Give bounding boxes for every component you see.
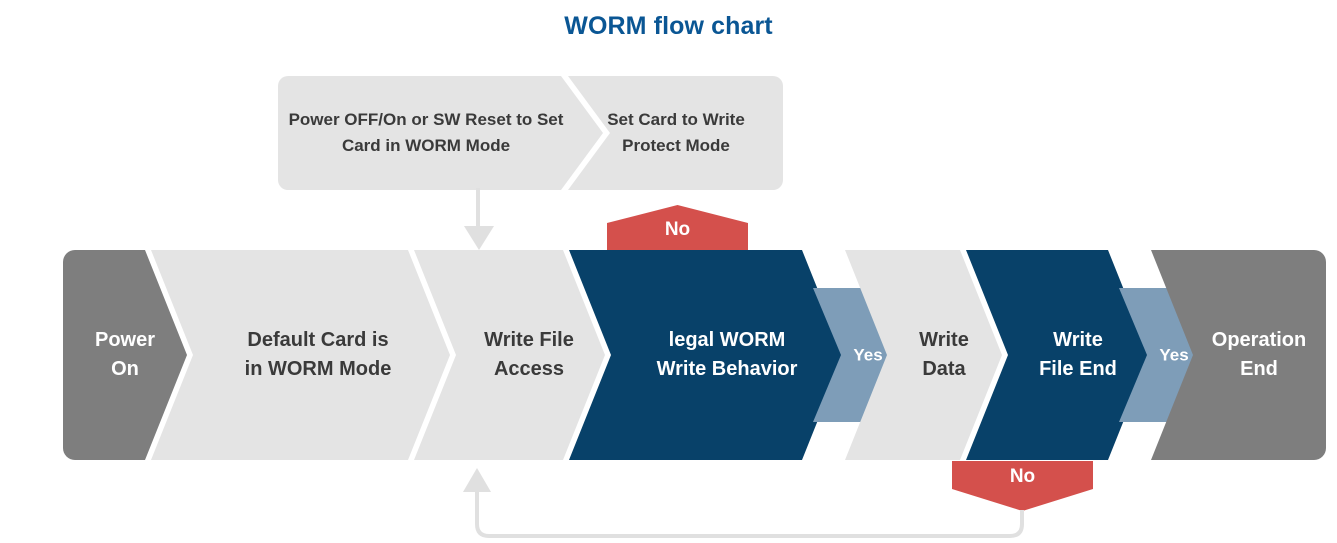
segment-label-operation-end: Operation End [1211,329,1307,380]
badge-no-bottom[interactable]: No [952,461,1093,511]
segment-label-write-file-end: Write File End [1039,329,1117,380]
badge-no-top-shape [607,205,748,250]
segment-label-legal-worm-write: legal WORM Write Behavior [656,329,798,380]
page-title: WORM flow chart [564,12,773,40]
segment-write-file-end-shape[interactable] [966,250,1150,460]
segment-label-write-file-access: Write File Access [484,329,574,380]
segment-write-file-access-shape[interactable] [414,250,605,460]
connector-no-loop-back-icon [463,468,1024,538]
badge-no-bottom-label: No [1009,466,1036,487]
segment-operation-end-shape[interactable] [1151,250,1326,460]
badge-no-top[interactable]: No [607,205,748,250]
main-banner-shapes [63,250,1326,460]
top-panel-set-write-protect-shape[interactable] [568,76,783,190]
badge-no-bottom-shape [952,461,1093,511]
segment-label-power-on: Power On [94,329,156,380]
top-panel-label-set-worm-mode: Power OFF/On or SW Reset to Set Card in … [288,110,564,155]
top-panel-label-set-write-protect: Set Card to Write Protect Mode [607,110,745,155]
segment-label-default-card: Default Card is in WORM Mode [244,329,392,380]
top-banner: Power OFF/On or SW Reset to Set Card in … [278,76,783,190]
main-banner: Power On Default Card is in WORM Mode Wr… [63,250,1326,460]
segment-label-yes-1: Yes [853,345,883,365]
top-banner-shapes [278,76,783,190]
segment-default-card-shape[interactable] [151,250,450,460]
segment-label-write-data: Write Data [919,329,969,380]
top-panel-set-worm-mode-shape[interactable] [278,76,603,190]
segment-legal-worm-write-shape[interactable] [569,250,844,460]
segment-label-yes-2: Yes [1159,345,1189,365]
connector-set-worm-to-banner-icon [464,188,494,250]
badge-no-top-label: No [664,219,691,240]
segment-write-data-shape[interactable] [845,250,1002,460]
segment-power-on-shape[interactable] [63,250,187,460]
